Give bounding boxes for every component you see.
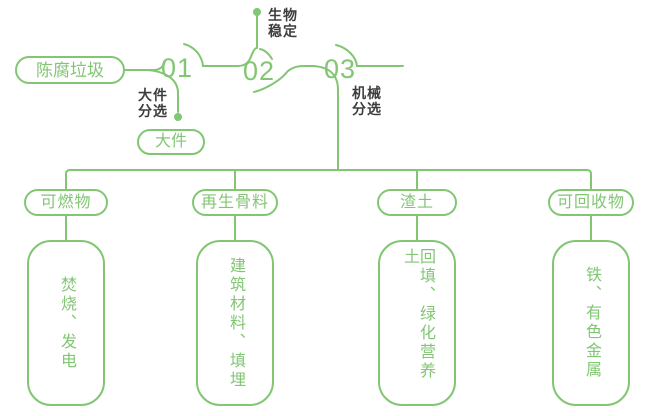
stage-02-number: 02	[243, 56, 276, 86]
bulky-connector-dot	[174, 113, 182, 121]
result-combustibles-text: 焚烧、发电	[58, 275, 75, 371]
result-recycled-aggregate-text: 建筑材料、填埋	[227, 256, 244, 390]
result-recyclables-text: 铁、有色金属	[583, 266, 600, 380]
result-recycled-aggregate-box: 建筑材料、填埋	[196, 240, 274, 406]
result-slag-soil-box: 回填、绿化营养土	[378, 240, 456, 406]
arc-stage03-line	[335, 44, 404, 67]
source-node: 陈腐垃圾	[15, 56, 125, 84]
stage-02-label: 生物 稳定	[268, 7, 298, 39]
bulky-output-node: 大件	[137, 129, 205, 155]
stage-03-label: 机械 分选	[352, 85, 382, 117]
stage-03-number: 03	[324, 54, 357, 84]
result-slag-soil-text: 回填、绿化营养土	[401, 248, 434, 381]
category-slag-soil-node: 渣土	[377, 189, 457, 216]
arc-stage01-line	[183, 43, 258, 67]
main-line-left	[124, 60, 166, 71]
category-recyclables-node: 可回收物	[548, 189, 634, 216]
category-recycled-aggregate-node: 再生骨料	[192, 189, 278, 216]
distribution-rail	[65, 169, 592, 190]
result-combustibles-box: 焚烧、发电	[27, 240, 105, 406]
stage-01-label: 大件 分选	[138, 87, 168, 119]
swoosh-stage02-line	[253, 65, 339, 171]
biostable-connector-dot	[253, 8, 261, 16]
stage-01-number: 01	[161, 53, 194, 83]
branch-bulky-line	[146, 69, 179, 113]
bump-stage02-line	[259, 48, 273, 60]
result-recyclables-box: 铁、有色金属	[552, 240, 630, 406]
category-combustibles-node: 可燃物	[24, 189, 108, 216]
